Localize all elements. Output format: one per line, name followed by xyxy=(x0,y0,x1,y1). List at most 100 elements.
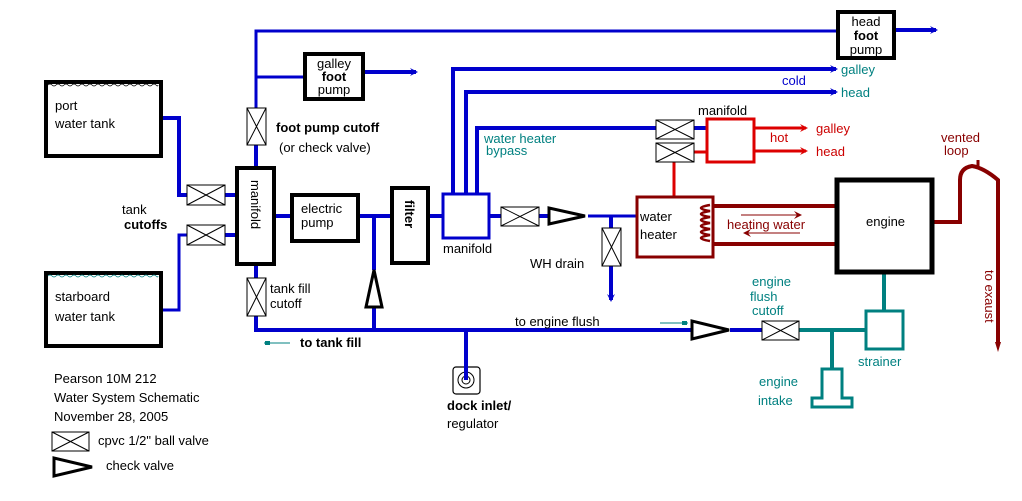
vented-loop-label-1: vented xyxy=(941,130,980,145)
pipe-bottom-main xyxy=(254,316,700,332)
pipe-cold-galley xyxy=(451,65,838,194)
hot-manifold[interactable] xyxy=(705,117,756,164)
check-valve-legend-label: check valve xyxy=(106,458,174,473)
title-line-3: November 28, 2005 xyxy=(54,409,168,424)
head-foot-pump-label-3: pump xyxy=(850,42,883,57)
dock-inlet-label: dock inlet/ xyxy=(447,398,512,413)
tank-fill-cutoff-label-1: tank fill xyxy=(270,281,311,296)
heat-exchanger-coil-icon xyxy=(699,203,711,243)
strainer-label: strainer xyxy=(858,354,902,369)
wh-drain-label: WH drain xyxy=(530,256,584,271)
tank-fill-check-valve[interactable] xyxy=(364,269,384,309)
legend: cpvc 1/2" ball valve check valve xyxy=(51,431,209,478)
strainer[interactable] xyxy=(864,309,905,351)
foot-pump-cutoff-label: foot pump cutoff xyxy=(276,120,380,135)
galley-foot-pump-label-2: foot xyxy=(322,69,347,84)
engine-flush-check-valve[interactable] xyxy=(690,319,730,341)
water-heater-inlet-valve[interactable] xyxy=(500,206,540,227)
pipe-starboard-tank xyxy=(161,233,187,312)
or-check-valve-label: (or check valve) xyxy=(279,140,371,155)
starboard-tank-label-1: starboard xyxy=(55,289,110,304)
electric-pump[interactable]: electric pump xyxy=(290,193,360,243)
water-level-icon xyxy=(47,274,159,278)
port-tank-cutoff-valve[interactable] xyxy=(186,184,226,206)
to-tank-fill-label: to tank fill xyxy=(300,335,361,350)
filter-label: filter xyxy=(402,200,417,228)
heater-outlet-valve[interactable] xyxy=(655,142,695,163)
engine-flush-cutoff-label-1: engine xyxy=(752,274,791,289)
bypass-valve[interactable] xyxy=(655,119,695,140)
engine-intake-label-1: engine xyxy=(759,374,798,389)
starboard-tank-label-2: water tank xyxy=(54,309,115,324)
hot-manifold-label: manifold xyxy=(698,103,747,118)
regulator-label: regulator xyxy=(447,416,499,431)
water-heater-bypass-label-2: bypass xyxy=(486,143,528,158)
starboard-tank-cutoff-valve[interactable] xyxy=(186,224,226,246)
head-foot-pump-label-2: foot xyxy=(854,28,879,43)
to-exhaust-label: to exaust xyxy=(982,270,997,323)
hot-galley-label: galley xyxy=(816,121,850,136)
pipe-cold-head xyxy=(464,88,838,194)
water-heater[interactable]: water heater xyxy=(635,195,715,259)
tank-cutoffs-label-1: tank xyxy=(122,202,147,217)
galley-foot-pump[interactable]: galley foot pump xyxy=(303,52,365,101)
tank-fill-cutoff-label-2: cutoff xyxy=(270,296,302,311)
center-manifold[interactable] xyxy=(441,192,491,240)
heating-water-label: heating water xyxy=(727,217,806,232)
exhaust-arrow xyxy=(995,342,1001,352)
hot-water-pipes xyxy=(672,124,808,197)
vented-loop-pipe xyxy=(934,163,1000,342)
title-block: Pearson 10M 212 Water System Schematic N… xyxy=(54,371,200,424)
engine-loop-pipes xyxy=(713,160,1001,352)
head-foot-pump-label-1: head xyxy=(852,14,881,29)
port-tank-label-1: port xyxy=(55,98,78,113)
electric-pump-label-2: pump xyxy=(301,215,334,230)
center-manifold-label: manifold xyxy=(443,241,492,256)
flush-direction-arrow xyxy=(682,321,687,325)
water-heater-label-1: water xyxy=(639,209,672,224)
head-foot-pump[interactable]: head foot pump xyxy=(836,10,896,60)
hot-label: hot xyxy=(770,130,788,145)
tank-fill-direction-arrow xyxy=(265,341,270,345)
engine-flush-cutoff-valve[interactable] xyxy=(761,320,800,341)
title-line-2: Water System Schematic xyxy=(54,390,200,405)
tank-cutoffs-label-2: cutoffs xyxy=(124,217,167,232)
water-level-icon xyxy=(47,83,159,87)
engine[interactable]: engine xyxy=(834,177,935,275)
wh-drain-valve[interactable] xyxy=(601,227,622,267)
water-heater-label-2: heater xyxy=(640,227,678,242)
electric-pump-label-1: electric xyxy=(301,201,343,216)
cold-label: cold xyxy=(782,73,806,88)
cold-head-label: head xyxy=(841,85,870,100)
port-water-tank[interactable]: port water tank xyxy=(44,80,163,158)
pipe-port-tank xyxy=(161,116,187,197)
engine-flush-cutoff-label-2: flush xyxy=(750,289,777,304)
galley-foot-pump-label-1: galley xyxy=(317,56,351,71)
galley-foot-pump-label-3: pump xyxy=(318,82,351,97)
engine-intake-label-2: intake xyxy=(758,393,793,408)
to-engine-flush-label: to engine flush xyxy=(515,314,600,329)
ball-valve-legend-label: cpvc 1/2" ball valve xyxy=(98,433,209,448)
starboard-water-tank[interactable]: starboard water tank xyxy=(44,271,163,348)
water-heater-check-valve[interactable] xyxy=(547,206,586,226)
port-tank-label-2: water tank xyxy=(54,116,115,131)
cold-water-pipes xyxy=(161,26,938,380)
cold-galley-label: galley xyxy=(841,62,875,77)
filter[interactable]: filter xyxy=(390,186,430,265)
check-valve-legend-icon xyxy=(52,456,93,478)
raw-water-pipes xyxy=(264,272,886,369)
tank-fill-cutoff-valve[interactable] xyxy=(246,277,267,317)
ball-valve-legend-icon xyxy=(51,431,90,452)
engine-label: engine xyxy=(866,214,905,229)
dock-inlet[interactable] xyxy=(452,330,481,395)
foot-pump-cutoff-valve[interactable] xyxy=(246,107,267,146)
pipe-wh-bypass xyxy=(475,126,656,194)
engine-flush-cutoff-label-3: cutoff xyxy=(752,303,784,318)
hot-head-label: head xyxy=(816,144,845,159)
pipe-to-head-foot-pump xyxy=(254,29,838,108)
left-manifold[interactable]: manifold xyxy=(235,166,276,266)
water-heater-bypass-label-1: water heater xyxy=(483,131,557,146)
title-line-1: Pearson 10M 212 xyxy=(54,371,157,386)
vented-loop-label-2: loop xyxy=(944,143,969,158)
engine-intake[interactable] xyxy=(810,367,854,409)
